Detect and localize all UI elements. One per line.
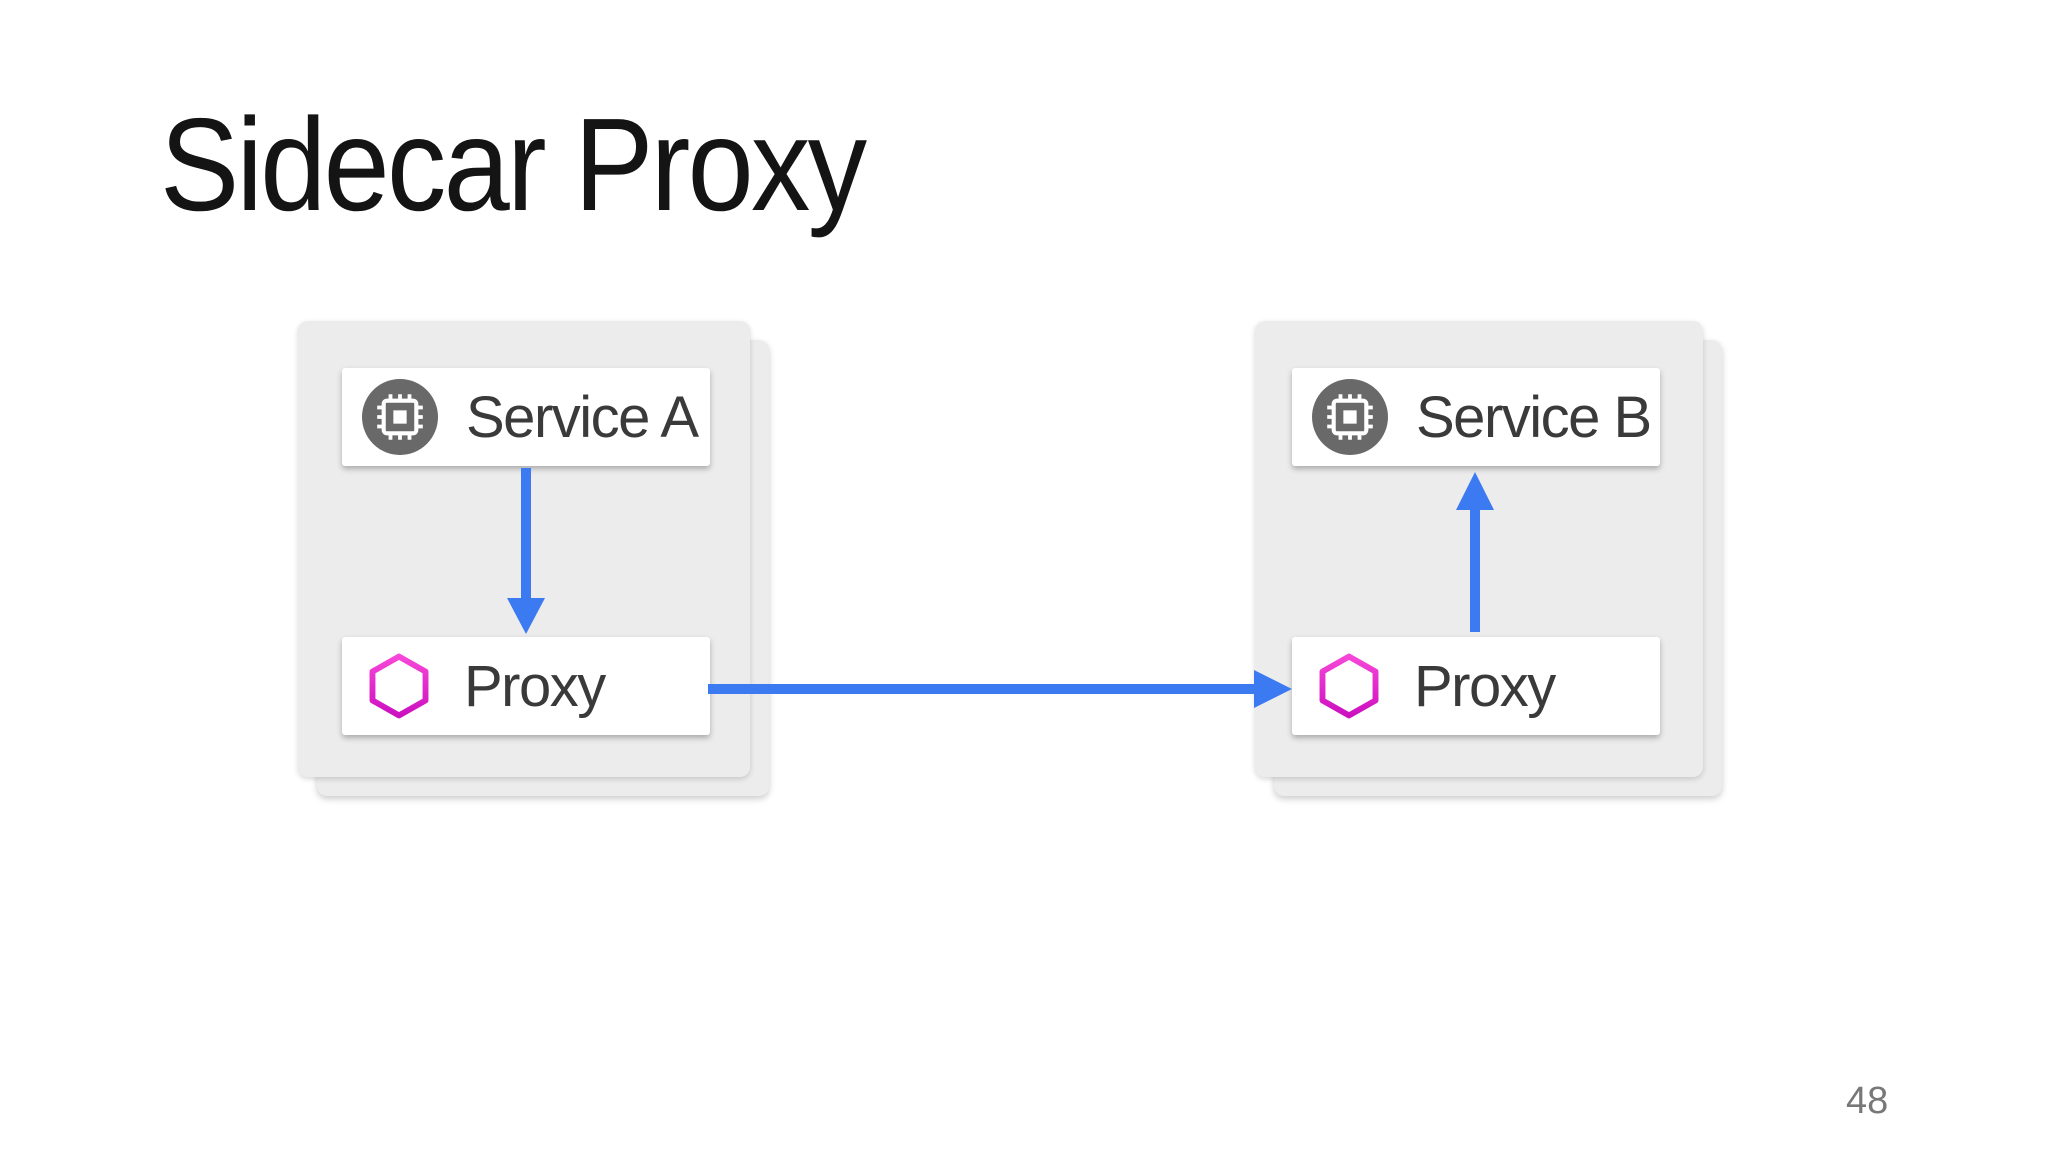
proxy-b-node: Proxy — [1292, 637, 1660, 735]
arrow-service-a-to-proxy-head — [507, 598, 545, 634]
hexagon-icon — [369, 653, 429, 719]
service-a-node: Service A — [342, 368, 710, 466]
proxy-a-node: Proxy — [342, 637, 710, 735]
page-number: 48 — [1846, 1080, 1889, 1122]
chip-icon — [1312, 379, 1388, 455]
service-b-label: Service B — [1416, 384, 1652, 450]
service-a-label: Service A — [466, 384, 699, 450]
arrow-service-a-to-proxy-line — [521, 468, 531, 598]
arrow-proxy-b-to-service-b-line — [1470, 510, 1480, 632]
arrow-proxy-a-to-proxy-b-head — [1254, 670, 1292, 708]
arrow-proxy-a-to-proxy-b-line — [708, 684, 1254, 694]
service-b-node: Service B — [1292, 368, 1660, 466]
hexagon-icon — [1319, 653, 1379, 719]
chip-icon — [362, 379, 438, 455]
proxy-b-label: Proxy — [1414, 653, 1556, 719]
arrow-proxy-b-to-service-b-head — [1456, 472, 1494, 510]
slide-title: Sidecar Proxy — [160, 91, 867, 238]
proxy-a-label: Proxy — [464, 653, 606, 719]
